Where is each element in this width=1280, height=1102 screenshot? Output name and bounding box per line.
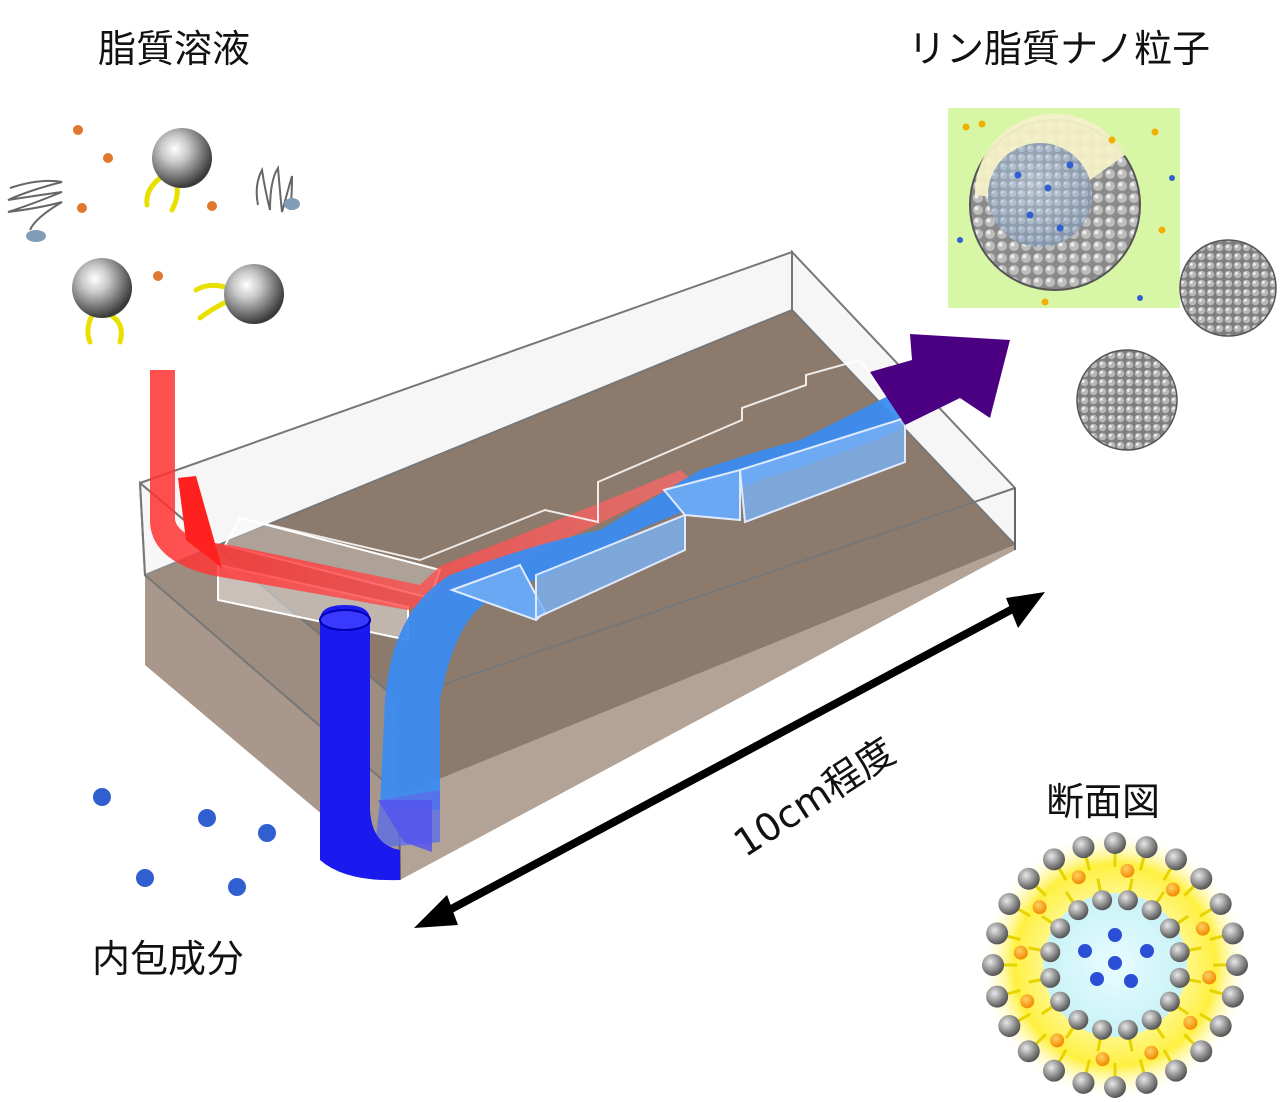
lipid-head <box>1104 832 1126 854</box>
lipid-molecule-icon <box>193 264 284 324</box>
lipid-head <box>986 922 1009 945</box>
cholesterol-dot <box>1071 870 1086 885</box>
lipid-head <box>1040 942 1061 963</box>
payload-dot <box>1140 944 1154 958</box>
lipid-head <box>1141 1009 1162 1030</box>
lnp-sphere-icon <box>1076 349 1178 451</box>
payload-dot <box>1108 928 1122 942</box>
lipid-head <box>1092 1019 1113 1040</box>
cholesterol-dot <box>1165 882 1180 897</box>
lipid-head <box>1226 954 1248 976</box>
payload-dots <box>93 788 276 896</box>
aqueous-inlet-tube <box>320 605 400 881</box>
output-arrow <box>870 334 1010 425</box>
peg-lipid-icon <box>7 179 63 242</box>
ethanol-dots <box>73 125 217 281</box>
cholesterol-dot <box>1195 921 1210 936</box>
cholesterol-dot <box>1202 970 1217 985</box>
lipid-head <box>998 893 1021 915</box>
cholesterol-dot <box>1050 1033 1065 1048</box>
cholesterol-icon <box>255 165 300 213</box>
scale-arrow <box>414 592 1045 928</box>
lipid-head <box>1050 918 1071 939</box>
lipid-head <box>1050 991 1071 1012</box>
lipid-head <box>1117 890 1138 911</box>
lipid-head <box>1165 1059 1187 1082</box>
lipid-head <box>1159 918 1180 939</box>
lipid-head <box>1209 893 1232 915</box>
lipid-head <box>1221 985 1244 1008</box>
lipid-head <box>1092 890 1113 911</box>
lipid-head <box>1072 1071 1095 1094</box>
lipid-head <box>1190 867 1213 890</box>
label-cross-section: 断面図 <box>1046 780 1160 824</box>
lipid-head <box>1190 1040 1213 1063</box>
lipid-head <box>1043 848 1065 871</box>
cholesterol-dot <box>1013 945 1028 960</box>
lipid-head <box>982 954 1004 976</box>
cholesterol-dot <box>1032 900 1047 915</box>
lipid-arrowhead <box>178 476 222 568</box>
cholesterol-dot <box>1144 1045 1159 1060</box>
lipid-head <box>1068 1009 1089 1030</box>
cross-section-diagram <box>980 830 1250 1100</box>
lipid-molecule-icon <box>144 128 212 213</box>
lipid-head <box>1209 1015 1232 1037</box>
aqueous-arrowhead <box>378 800 432 852</box>
lipid-head <box>1135 836 1158 859</box>
lipid-head <box>1169 942 1190 963</box>
lipid-head <box>1117 1019 1138 1040</box>
lnp-inset <box>948 108 1180 308</box>
label-inner-component: 内包成分 <box>92 937 244 981</box>
lipid-molecule-icon <box>72 258 132 345</box>
lipid-head <box>1159 991 1180 1012</box>
label-lipid-solution: 脂質溶液 <box>98 27 250 71</box>
lipid-head <box>1043 1059 1065 1082</box>
cholesterol-dot <box>1120 863 1135 878</box>
lipid-head <box>998 1015 1021 1037</box>
label-lnp: リン脂質ナノ粒子 <box>908 27 1210 71</box>
lipid-head <box>1017 867 1040 890</box>
mixer-channel-walls <box>239 358 906 562</box>
cholesterol-dot <box>1095 1052 1110 1067</box>
lipid-head <box>1221 922 1244 945</box>
payload-dot <box>1108 956 1122 970</box>
payload-dot <box>1124 974 1138 988</box>
lipid-head <box>1141 900 1162 921</box>
lipid-head <box>1017 1040 1040 1063</box>
lipid-head <box>1169 967 1190 988</box>
lipid-head <box>1040 967 1061 988</box>
payload-dot <box>1090 972 1104 986</box>
chip-base-side <box>400 545 1015 880</box>
lipid-head <box>1165 848 1187 871</box>
lnp-sphere-icon <box>1179 239 1277 337</box>
cholesterol-dot <box>1020 994 1035 1009</box>
payload-dot <box>1078 944 1092 958</box>
cholesterol-dot <box>1183 1015 1198 1030</box>
lipid-molecules <box>7 125 300 345</box>
lipid-head <box>1135 1071 1158 1094</box>
lipid-head <box>1072 836 1095 859</box>
lipid-head <box>1068 900 1089 921</box>
lipid-head <box>986 985 1009 1008</box>
lipid-head <box>1104 1076 1126 1098</box>
